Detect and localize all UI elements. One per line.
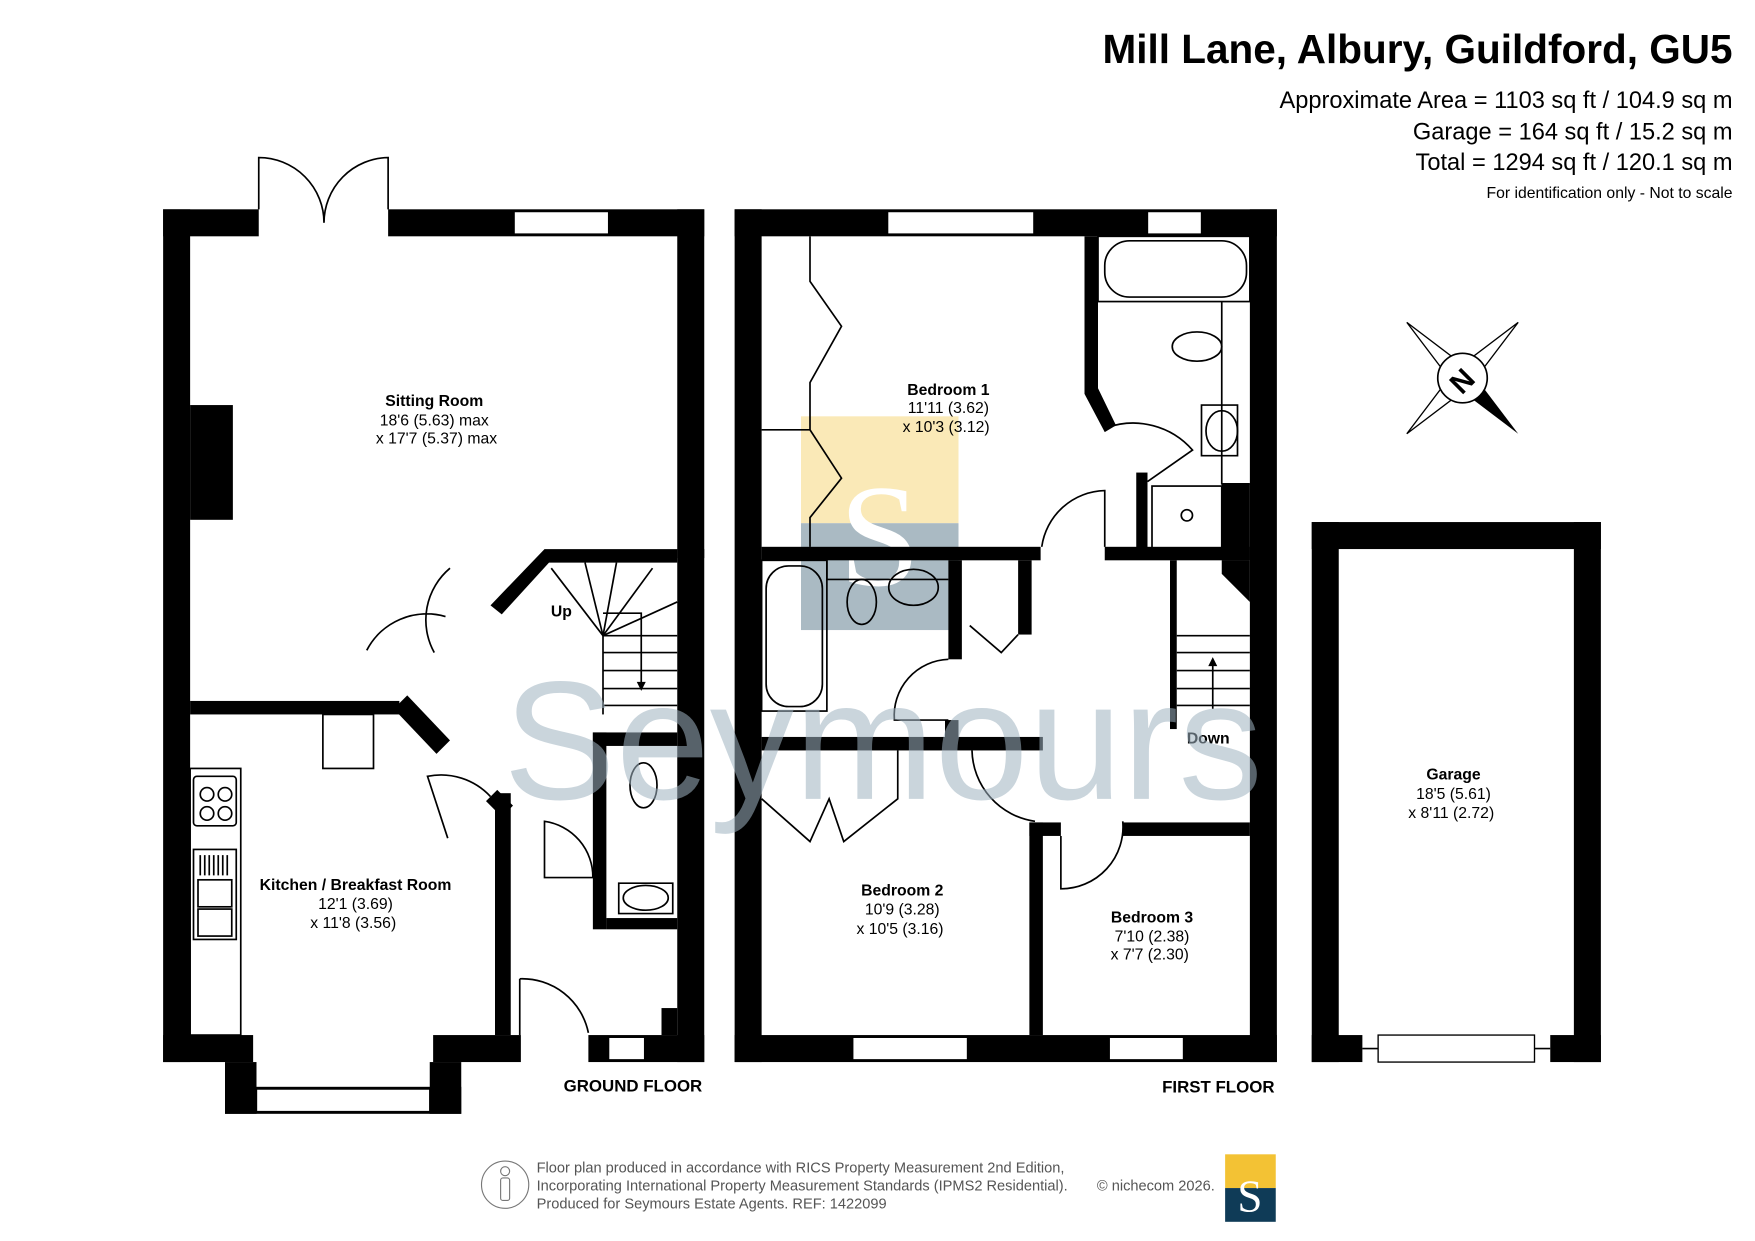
- bedroom2-name: Bedroom 2: [861, 883, 944, 900]
- logo-letter: S: [1237, 1172, 1262, 1222]
- bedroom2-dim2: x 10'5 (3.16): [856, 921, 943, 938]
- footer-line2: Incorporating International Property Mea…: [537, 1178, 1068, 1194]
- sitting-room-dim2: x 17'7 (5.37) max: [376, 430, 497, 447]
- bedroom1-dim1: 11'11 (3.62): [908, 400, 989, 417]
- sitting-room-dim1: 18'6 (5.63) max: [380, 412, 489, 429]
- footer-line1: Floor plan produced in accordance with R…: [537, 1160, 1065, 1176]
- person-scale-icon: [480, 1160, 530, 1209]
- garage-dim1: 18'5 (5.61): [1416, 786, 1491, 803]
- garage-name: Garage: [1426, 767, 1481, 784]
- garage-area: Garage = 164 sq ft / 15.2 sq m: [1413, 120, 1733, 146]
- bedroom3-dim2: x 7'7 (2.30): [1111, 947, 1189, 964]
- footer-line3: Produced for Seymours Estate Agents. REF…: [537, 1196, 887, 1212]
- garage-plan: Garage 18'5 (5.61) x 8'11 (2.72): [1311, 522, 1601, 1063]
- bedroom3-dim1: 7'10 (2.38): [1115, 929, 1190, 946]
- watermark-text: Seymours: [503, 646, 1263, 835]
- first-floor-label: FIRST FLOOR: [1162, 1077, 1274, 1096]
- approx-area: Approximate Area = 1103 sq ft / 104.9 sq…: [1280, 88, 1733, 114]
- kitchen-dim1: 12'1 (3.69): [318, 896, 393, 913]
- bedroom1-name: Bedroom 1: [907, 382, 990, 399]
- kitchen-dim2: x 11'8 (3.56): [310, 915, 396, 932]
- disclaimer: For identification only - Not to scale: [1487, 185, 1733, 202]
- bedroom1-dim2: x 10'3 (3.12): [903, 419, 990, 436]
- stairs-up-label: Up: [551, 604, 572, 621]
- watermark-logo: S: [801, 416, 959, 631]
- stairs-down-label: Down: [1187, 731, 1230, 748]
- footer-copyright: © nichecom 2026.: [1097, 1178, 1215, 1194]
- bedroom2-dim1: 10'9 (3.28): [865, 902, 940, 919]
- kitchen-name: Kitchen / Breakfast Room: [260, 877, 452, 894]
- total-area: Total = 1294 sq ft / 120.1 sq m: [1416, 150, 1733, 176]
- first-floor-plan: Bedroom 1 11'11 (3.62) x 10'3 (3.12) Bed…: [734, 209, 1277, 1096]
- watermark-logo-letter: S: [839, 455, 920, 617]
- ground-floor-label: GROUND FLOOR: [564, 1076, 703, 1095]
- property-title: Mill Lane, Albury, Guildford, GU5: [1102, 26, 1732, 72]
- compass-icon: [1406, 321, 1519, 435]
- footer: Floor plan produced in accordance with R…: [480, 1154, 1276, 1222]
- seymours-logo: S: [1225, 1154, 1276, 1222]
- garage-dim2: x 8'11 (2.72): [1408, 805, 1494, 822]
- ground-floor-plan: Sitting Room 18'6 (5.63) max x 17'7 (5.3…: [163, 156, 705, 1114]
- bedroom3-name: Bedroom 3: [1111, 910, 1194, 927]
- sitting-room-name: Sitting Room: [385, 393, 483, 410]
